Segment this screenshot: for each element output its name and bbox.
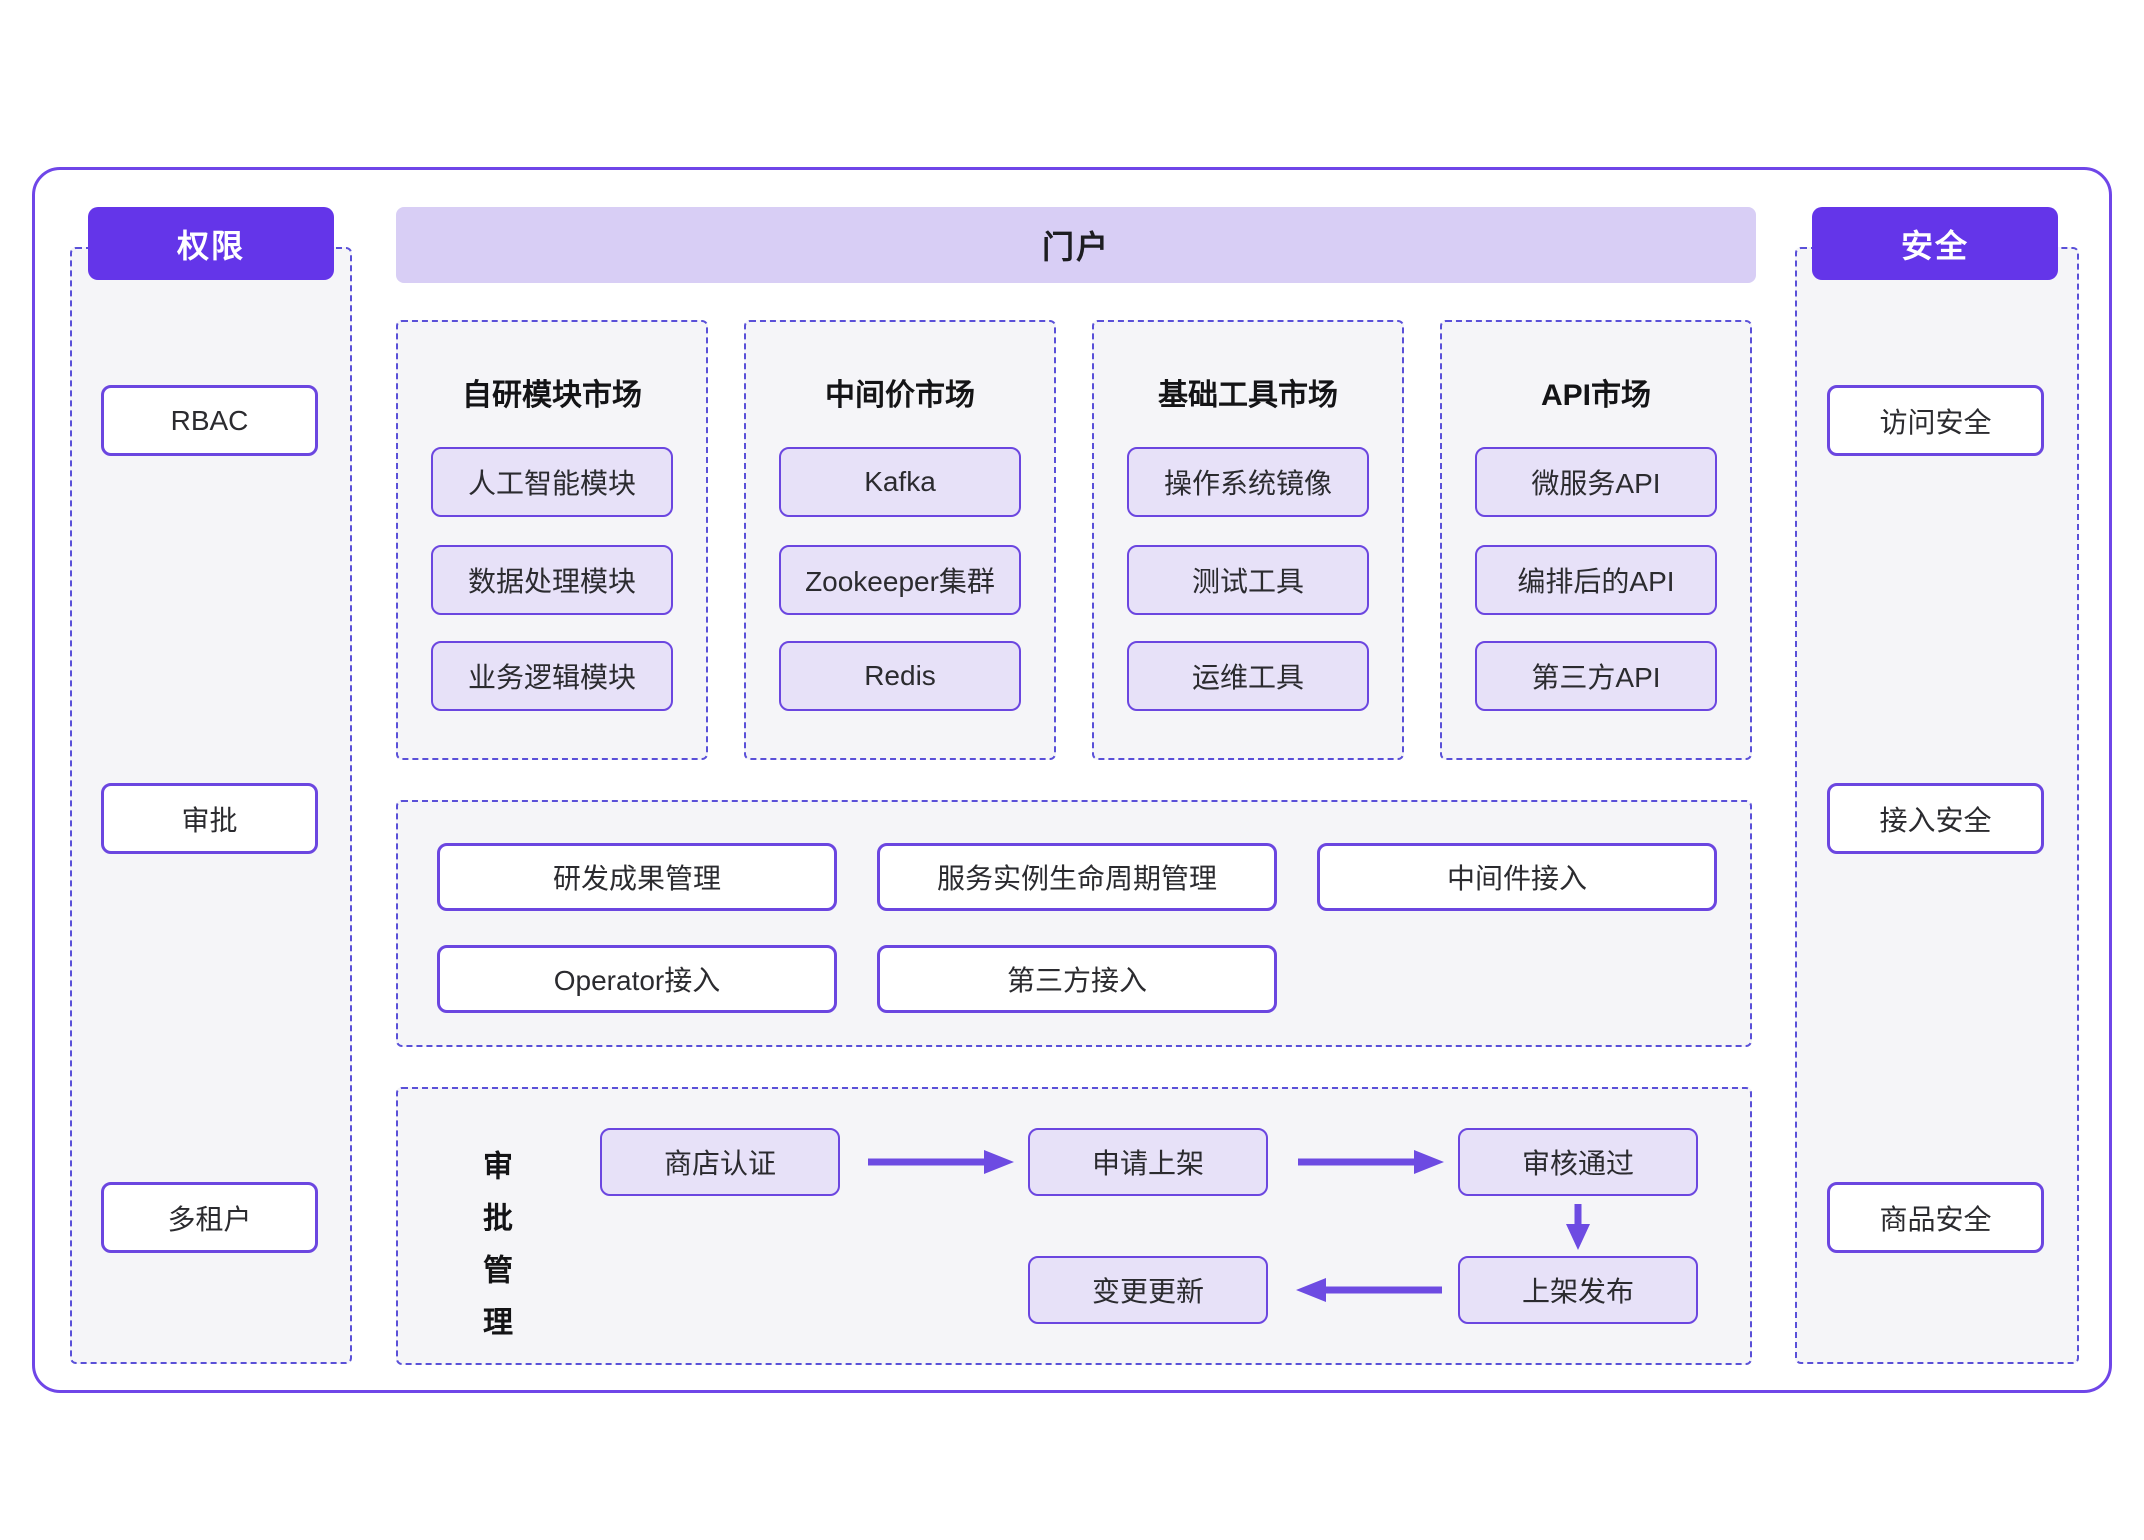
node-label: 数据处理模块 bbox=[467, 566, 636, 597]
node-label: 业务逻辑模块 bbox=[467, 662, 636, 693]
node-approval-label: 审批 bbox=[181, 804, 238, 836]
node-microservice-api: 微服务API bbox=[1475, 447, 1717, 517]
market-basic-tools: 基础工具市场 操作系统镜像 测试工具 运维工具 bbox=[1092, 320, 1404, 760]
permissions-header-label: 权限 bbox=[176, 227, 245, 264]
node-change-update: 变更更新 bbox=[1028, 1256, 1268, 1324]
node-label: 商店认证 bbox=[663, 1148, 776, 1179]
node-approval: 审批 bbox=[101, 783, 318, 854]
node-data-processing-module: 数据处理模块 bbox=[431, 545, 673, 615]
arrow-left-publish-to-change bbox=[1296, 1278, 1442, 1302]
node-rbac-label: RBAC bbox=[170, 404, 249, 436]
node-third-party-integration: 第三方接入 bbox=[877, 945, 1277, 1013]
market-self-developed-modules: 自研模块市场 人工智能模块 数据处理模块 业务逻辑模块 bbox=[396, 320, 708, 760]
node-zookeeper-cluster: Zookeeper集群 bbox=[779, 545, 1021, 615]
node-label: 研发成果管理 bbox=[552, 863, 721, 894]
node-label: Operator接入 bbox=[553, 965, 721, 996]
node-label: 测试工具 bbox=[1191, 566, 1304, 597]
node-label: 服务实例生命周期管理 bbox=[936, 863, 1217, 894]
portal-header: 门户 bbox=[396, 207, 1756, 283]
node-product-security: 商品安全 bbox=[1827, 1182, 2044, 1253]
arrow-down-review-to-publish bbox=[1566, 1204, 1590, 1250]
node-store-certification: 商店认证 bbox=[600, 1128, 840, 1196]
node-listing-published: 上架发布 bbox=[1458, 1256, 1698, 1324]
node-integration-security-label: 接入安全 bbox=[1879, 804, 1992, 836]
node-label: 审核通过 bbox=[1521, 1148, 1634, 1179]
node-redis: Redis bbox=[779, 641, 1021, 711]
node-label: 上架发布 bbox=[1521, 1276, 1634, 1307]
node-kafka: Kafka bbox=[779, 447, 1021, 517]
node-rbac: RBAC bbox=[101, 385, 318, 456]
node-label: 中间件接入 bbox=[1446, 863, 1587, 894]
node-ai-module: 人工智能模块 bbox=[431, 447, 673, 517]
node-product-security-label: 商品安全 bbox=[1879, 1203, 1992, 1235]
market-title: 中间价市场 bbox=[825, 379, 975, 412]
security-header-label: 安全 bbox=[1900, 227, 1969, 264]
node-label: 人工智能模块 bbox=[467, 468, 636, 499]
node-access-security-label: 访问安全 bbox=[1879, 406, 1992, 438]
node-service-instance-lifecycle: 服务实例生命周期管理 bbox=[877, 843, 1277, 911]
portal-header-label: 门户 bbox=[1041, 229, 1110, 265]
node-label: 微服务API bbox=[1531, 468, 1661, 499]
node-third-party-api: 第三方API bbox=[1475, 641, 1717, 711]
node-label: 第三方接入 bbox=[1006, 965, 1147, 996]
permissions-panel-header: 权限 bbox=[88, 207, 334, 280]
node-multi-tenant: 多租户 bbox=[101, 1182, 318, 1253]
approval-flow-title: 审批管理 bbox=[478, 1150, 511, 1358]
node-rd-results-management: 研发成果管理 bbox=[437, 843, 837, 911]
security-panel-header: 安全 bbox=[1812, 207, 2058, 280]
node-middleware-integration: 中间件接入 bbox=[1317, 843, 1717, 911]
node-operator-integration: Operator接入 bbox=[437, 945, 837, 1013]
market-title: 基础工具市场 bbox=[1158, 379, 1338, 412]
node-label: Redis bbox=[864, 660, 936, 691]
node-business-logic-module: 业务逻辑模块 bbox=[431, 641, 673, 711]
market-middleware: 中间价市场 Kafka Zookeeper集群 Redis bbox=[744, 320, 1056, 760]
node-apply-for-listing: 申请上架 bbox=[1028, 1128, 1268, 1196]
node-testing-tools: 测试工具 bbox=[1127, 545, 1369, 615]
node-orchestrated-api: 编排后的API bbox=[1475, 545, 1717, 615]
market-title: 自研模块市场 bbox=[462, 379, 642, 412]
node-label: 变更更新 bbox=[1091, 1276, 1204, 1307]
node-multi-tenant-label: 多租户 bbox=[167, 1203, 252, 1235]
node-label: 编排后的API bbox=[1517, 566, 1675, 597]
node-label: 申请上架 bbox=[1091, 1148, 1204, 1179]
node-integration-security: 接入安全 bbox=[1827, 783, 2044, 854]
arrow-right-certification-to-apply bbox=[868, 1150, 1014, 1174]
node-label: Kafka bbox=[864, 466, 936, 497]
node-access-security: 访问安全 bbox=[1827, 385, 2044, 456]
arrow-right-apply-to-review bbox=[1298, 1150, 1444, 1174]
market-api: API市场 微服务API 编排后的API 第三方API bbox=[1440, 320, 1752, 760]
market-title: API市场 bbox=[1540, 379, 1651, 412]
node-ops-tools: 运维工具 bbox=[1127, 641, 1369, 711]
node-label: 运维工具 bbox=[1191, 662, 1304, 693]
node-label: 操作系统镜像 bbox=[1163, 468, 1332, 499]
node-os-image: 操作系统镜像 bbox=[1127, 447, 1369, 517]
node-review-passed: 审核通过 bbox=[1458, 1128, 1698, 1196]
node-label: Zookeeper集群 bbox=[805, 566, 995, 597]
node-label: 第三方API bbox=[1531, 662, 1661, 693]
